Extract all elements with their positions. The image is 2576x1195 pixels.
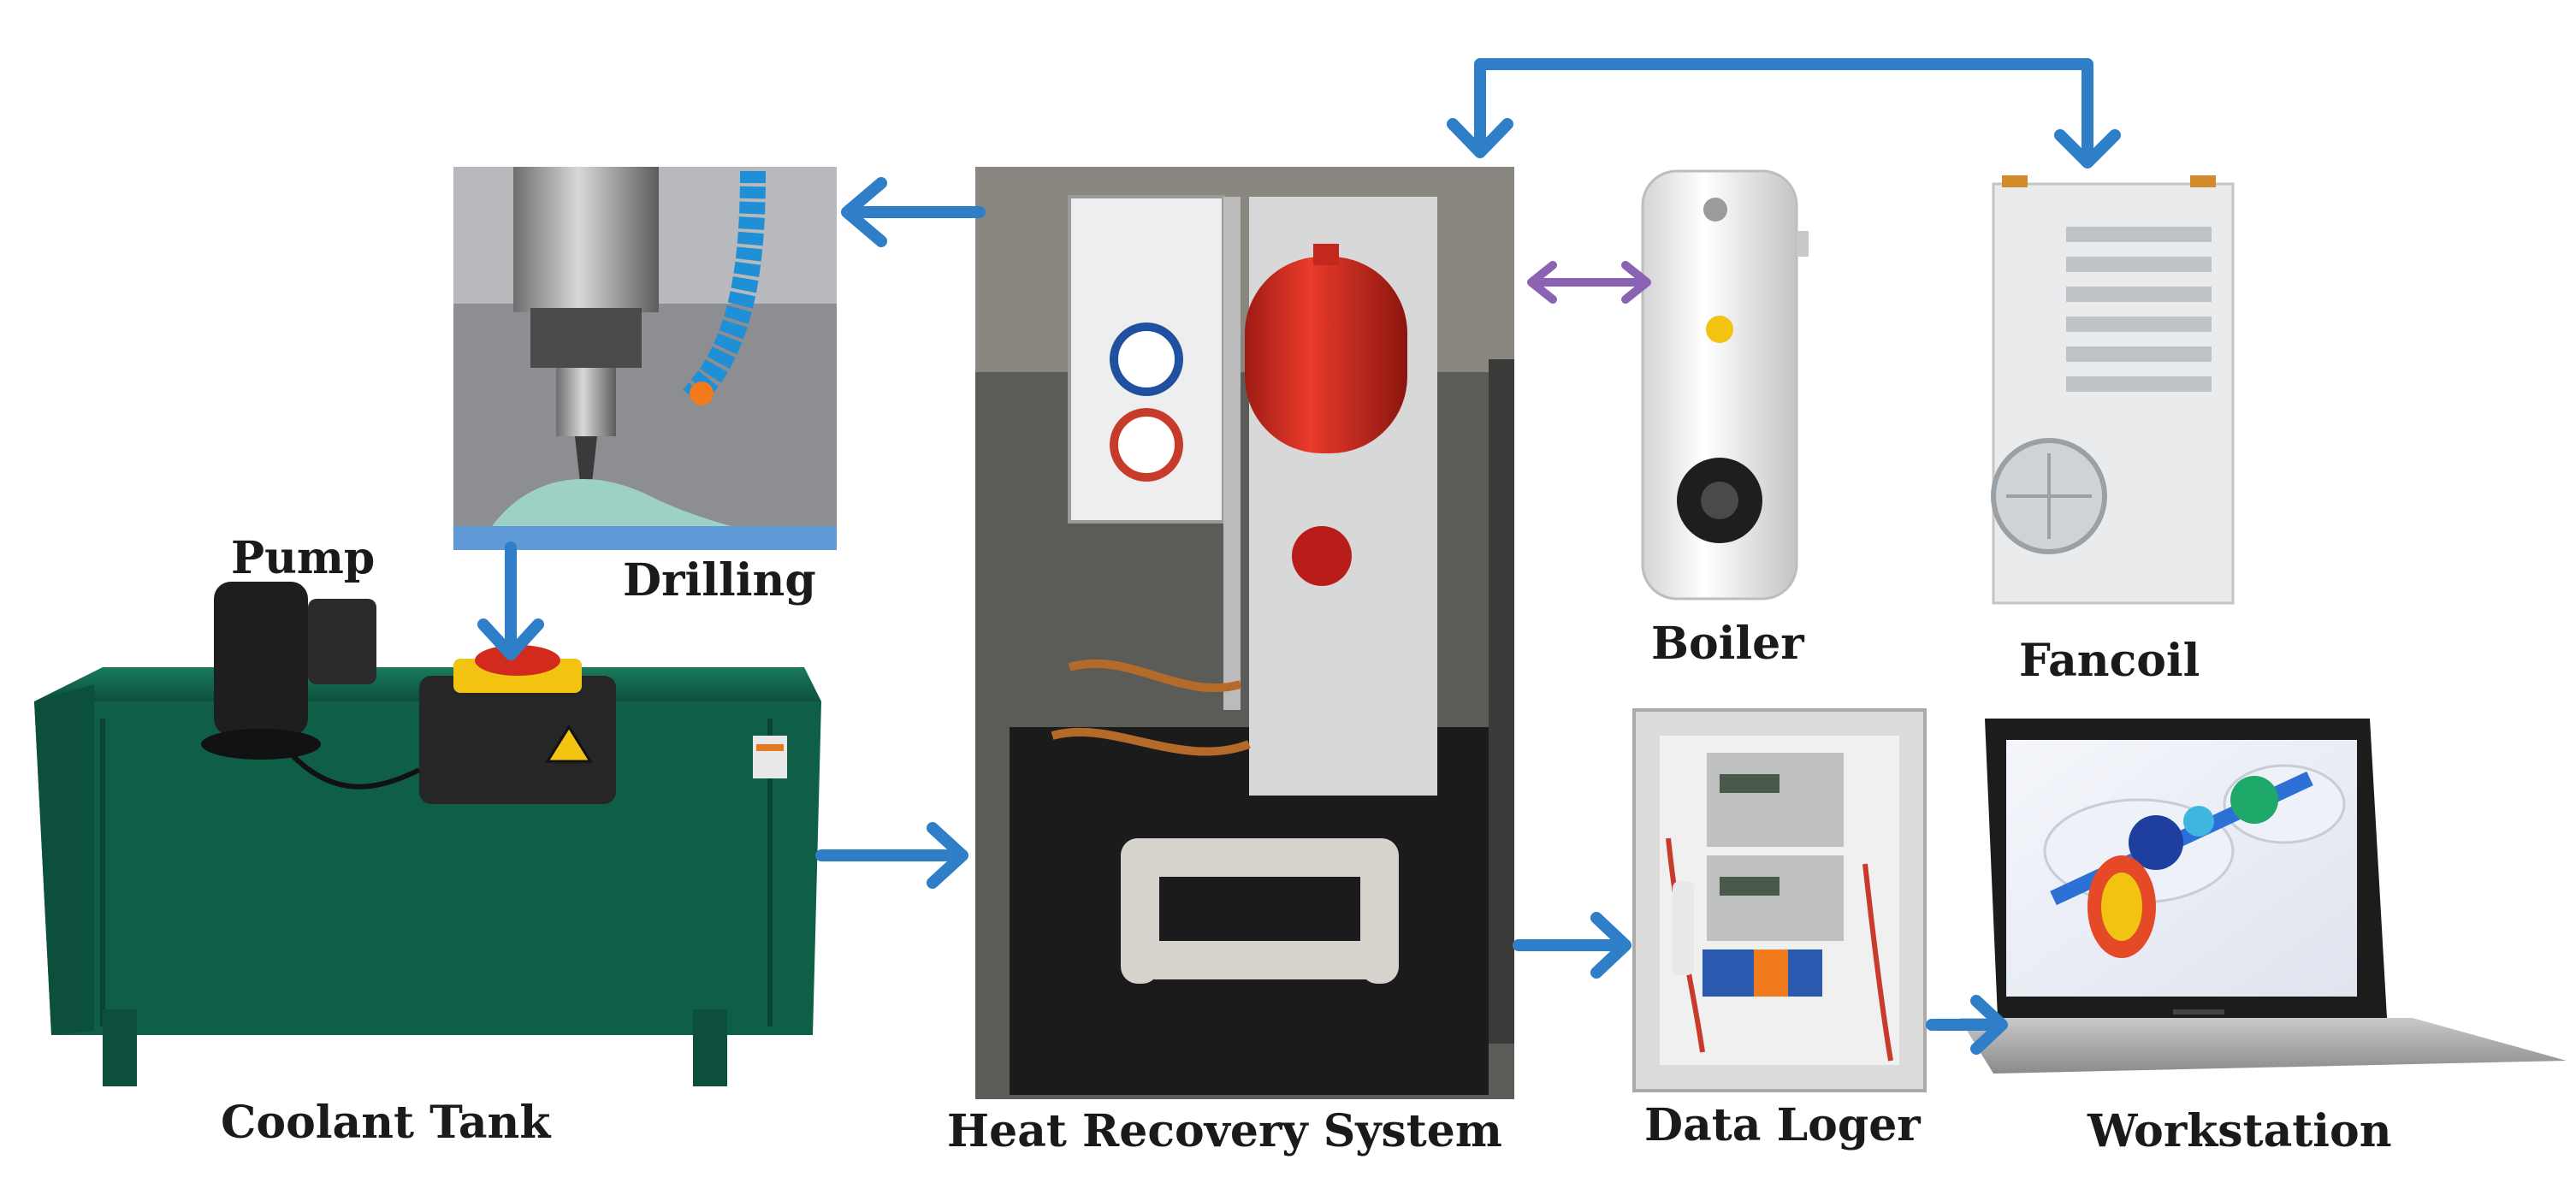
arrow-datalogger-to-workstation: [1926, 995, 2008, 1055]
heat-recovery-unit-photo: [975, 167, 1514, 1099]
arrow-hrs-to-drilling: [841, 177, 986, 247]
pump-label: Pump: [231, 532, 375, 584]
arrow-tank-to-hrs: [815, 822, 968, 889]
pump-motor-photo: [201, 582, 616, 804]
boiler-label: Boiler: [1651, 618, 1804, 670]
coolant-tank-label: Coolant Tank: [221, 1097, 551, 1149]
drilling-machine-photo: [453, 167, 837, 550]
cad-model-render: [2043, 764, 2346, 958]
data-logger-cabinet-photo: [1632, 708, 1927, 1092]
workstation-label: Workstation: [2087, 1105, 2392, 1157]
data-loger-label: Data Loger: [1644, 1099, 1921, 1151]
heat-recovery-system-label: Heat Recovery System: [947, 1105, 1502, 1157]
fancoil-label: Fancoil: [2019, 635, 2200, 687]
boiler-photo: [1641, 169, 1809, 600]
drilling-label: Drilling: [623, 554, 816, 606]
bidirectional-arrow-hrs-boiler: [1527, 261, 1651, 304]
arrow-top-loop: [1447, 58, 2121, 169]
arrow-drilling-to-tank: [477, 541, 544, 660]
fancoil-louvres: [2066, 227, 2212, 392]
flow-arrows: [477, 58, 2121, 1055]
laptop-photo: [1959, 719, 2567, 1074]
arrow-hrs-to-datalogger: [1513, 912, 1631, 979]
fancoil-unit-photo: [1991, 175, 2235, 605]
